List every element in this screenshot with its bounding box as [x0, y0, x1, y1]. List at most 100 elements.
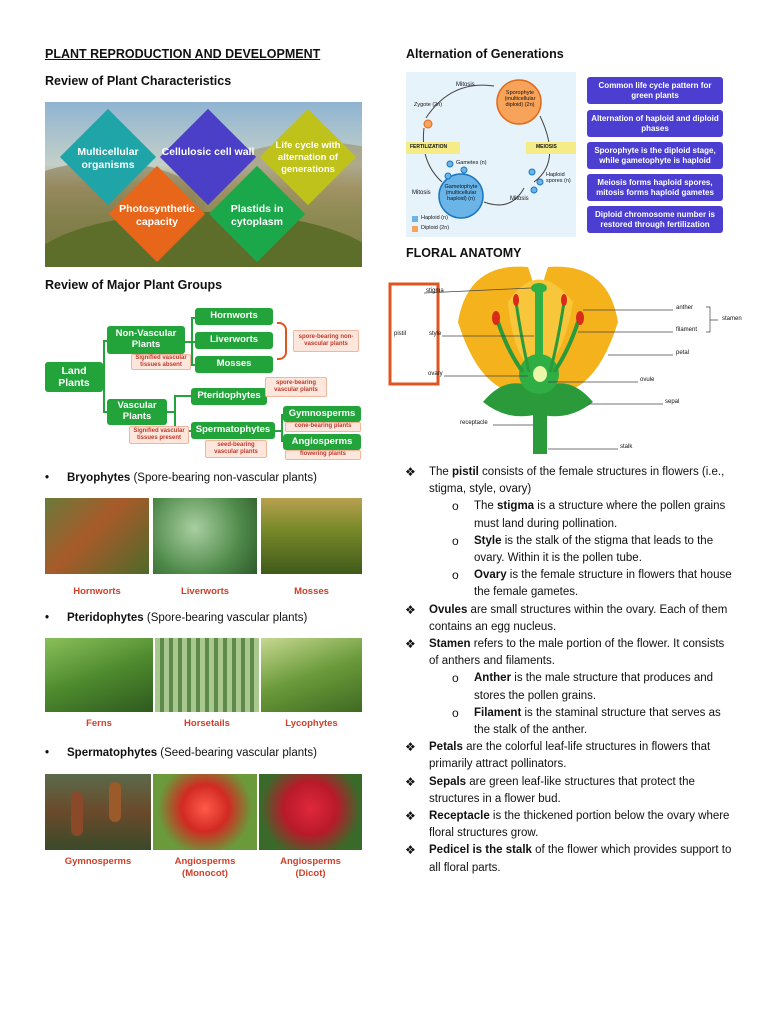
anther-inner-left — [513, 294, 519, 306]
note-text: The — [429, 466, 453, 478]
group-angiosperms: Angiosperms — [283, 434, 361, 450]
label-receptacle: receptacle — [460, 420, 488, 426]
circle-bullet-icon: o — [452, 671, 459, 686]
note-spore-vascular: spore-bearing vascular plants — [265, 377, 327, 397]
arrow-mitosis-top — [425, 84, 495, 119]
alt-box-4: Meiosis forms haploid spores, mitosis fo… — [587, 174, 723, 201]
photo-hornworts — [45, 498, 149, 574]
note-text: stigma — [497, 500, 535, 513]
label-horsetails: Horsetails — [184, 718, 230, 729]
diamond-bullet-icon: ❖ — [405, 602, 416, 617]
alt-gametes: Gametes (n) — [456, 160, 487, 166]
note-item: ❖ Petals are the colorful leaf-life struc… — [405, 739, 735, 773]
note-seed: seed-bearing vascular plants — [205, 440, 267, 458]
floral-anatomy-diagram: stigma pistil style ovary anther stamen … — [388, 262, 768, 457]
alt-legend-haploid: Haploid (n) — [421, 215, 448, 221]
label-filament: filament — [676, 327, 698, 333]
alt-meiosis: MEIOSIS — [536, 144, 557, 150]
alt-fertilization: FERTILIZATION — [410, 144, 448, 150]
alt-legend-diploid: Diploid (2n) — [421, 225, 450, 231]
circle-bullet-icon: o — [452, 568, 459, 583]
legend-diploid-swatch — [412, 226, 418, 232]
filament-left — [496, 321, 525, 374]
group-hornworts: Hornworts — [195, 308, 273, 325]
alt-zygote: Zygote (2n) — [414, 102, 443, 108]
filament-inner-right — [548, 301, 566, 373]
photo-horsetails — [155, 638, 259, 712]
gamete-dot — [444, 172, 452, 180]
note-vascular-absent: Signified vascular tissues absent — [131, 354, 191, 370]
note-text: is the female structure in flowers that … — [474, 569, 732, 599]
spore-dot — [536, 178, 544, 186]
note-text: is the stalk of the stigma that leads to… — [474, 534, 714, 565]
note-text: Filament — [474, 706, 522, 719]
note-spore-nonvascular: spore-bearing non-vascular plants — [293, 330, 359, 352]
note-text: are green leaf-like structures that prot… — [429, 775, 695, 805]
circle-bullet-icon: o — [452, 499, 459, 514]
page-title: PLANT REPRODUCTION AND DEVELOPMENT — [45, 47, 321, 61]
label-style: style — [429, 331, 442, 337]
note-text: Petals — [429, 741, 463, 754]
label-ferns: Ferns — [86, 718, 112, 729]
alternation-heading: Alternation of Generations — [406, 47, 564, 61]
note-text: is a structure where the pollen grains m… — [474, 500, 726, 530]
photo-liverworts — [153, 498, 257, 574]
alt-gametophyte: Gametophyte (multicellular haploid) (n) — [444, 184, 478, 203]
stamen-bracket — [706, 306, 718, 333]
alt-mitosis-right: Mitosis — [510, 196, 529, 202]
note-text: Ovary — [474, 569, 507, 582]
bullet-bryophytes: •Bryophytes (Spore-bearing non-vascular … — [45, 472, 317, 484]
group-nonvascular: Non-Vascular Plants — [107, 326, 185, 354]
group-vascular: Vascular Plants — [107, 399, 167, 425]
note-text: refers to the male portion of the flower… — [429, 638, 725, 668]
anther-inner-right — [561, 294, 567, 306]
bullet-spermatophytes-bold: Spermatophytes — [67, 747, 158, 759]
note-subitem: o Ovary is the female structure in flower… — [405, 567, 735, 601]
note-item: ❖ The pistil consists of the female struc… — [405, 464, 735, 498]
photo-row-pteridophytes: Ferns Horsetails Lycophytes — [45, 638, 362, 734]
circle-bullet-icon: o — [452, 533, 459, 548]
note-vascular-present: Signified vascular tissues present — [129, 426, 189, 444]
group-liverworts: Liverworts — [195, 332, 273, 349]
label-liverworts: Liverworts — [180, 586, 230, 597]
pistil-highlight-box — [388, 282, 440, 386]
note-text: Ovules — [429, 603, 468, 616]
label-petal: petal — [676, 350, 690, 356]
note-text: is the thickened portion below the ovary… — [429, 810, 730, 840]
label-pistil: pistil — [394, 331, 407, 337]
label-stalk: stalk — [620, 444, 633, 450]
legend-haploid-swatch — [412, 216, 418, 222]
group-spermatophytes: Spermatophytes — [191, 422, 275, 439]
bullet-pteridophytes-bold: Pteridophytes — [67, 612, 144, 624]
plant-groups-diagram: Land Plants Non-Vascular Plants Vascular… — [45, 304, 363, 462]
note-text: pistil — [452, 466, 479, 478]
anther-left — [492, 311, 500, 325]
note-text: consists of the female structures in flo… — [429, 466, 725, 496]
note-text: of the flower which provides support to … — [429, 844, 732, 874]
label-stamen: stamen — [722, 316, 742, 322]
diamond-bullet-icon: ❖ — [405, 465, 416, 479]
label-mosses: Mosses — [294, 586, 329, 597]
label-anther: anther — [676, 305, 694, 311]
label-hornworts: Hornworts — [73, 586, 121, 597]
photo-row-bryophytes: Hornworts Liverworts Mosses — [45, 498, 362, 600]
alt-box-2: Alternation of haploid and diploid phase… — [587, 110, 723, 137]
label-angiosperms-dicot: Angiosperms (Dicot) — [280, 856, 341, 879]
note-item: ❖Sepals are green leaf-like structures t… — [405, 774, 735, 808]
note-subitem: o The stigma is a structure where the pol… — [405, 498, 735, 532]
circle-bullet-icon: o — [452, 705, 459, 720]
diamond-bullet-icon: ❖ — [405, 740, 416, 755]
label-ovary: ovary — [428, 371, 443, 377]
stalk — [533, 392, 547, 454]
arrow-meiosis — [533, 115, 551, 183]
note-item: ❖Pedicel is the stalk of the flower whic… — [405, 842, 735, 876]
photo-row-spermatophytes: Gymnosperms Angiosperms (Monocot) Angios… — [45, 774, 362, 886]
characteristics-graphic: Multicellular organisms Cellulosic cell … — [45, 102, 362, 267]
photo-angiosperms-monocot — [153, 774, 257, 850]
note-flowering: flowering plants — [285, 450, 361, 460]
note-text: are the colorful leaf-life structures in… — [429, 741, 711, 771]
note-text: The — [474, 500, 498, 513]
char-label-lifecycle: Life cycle with alternation of generatio… — [275, 140, 341, 175]
meiosis-band — [526, 142, 576, 154]
